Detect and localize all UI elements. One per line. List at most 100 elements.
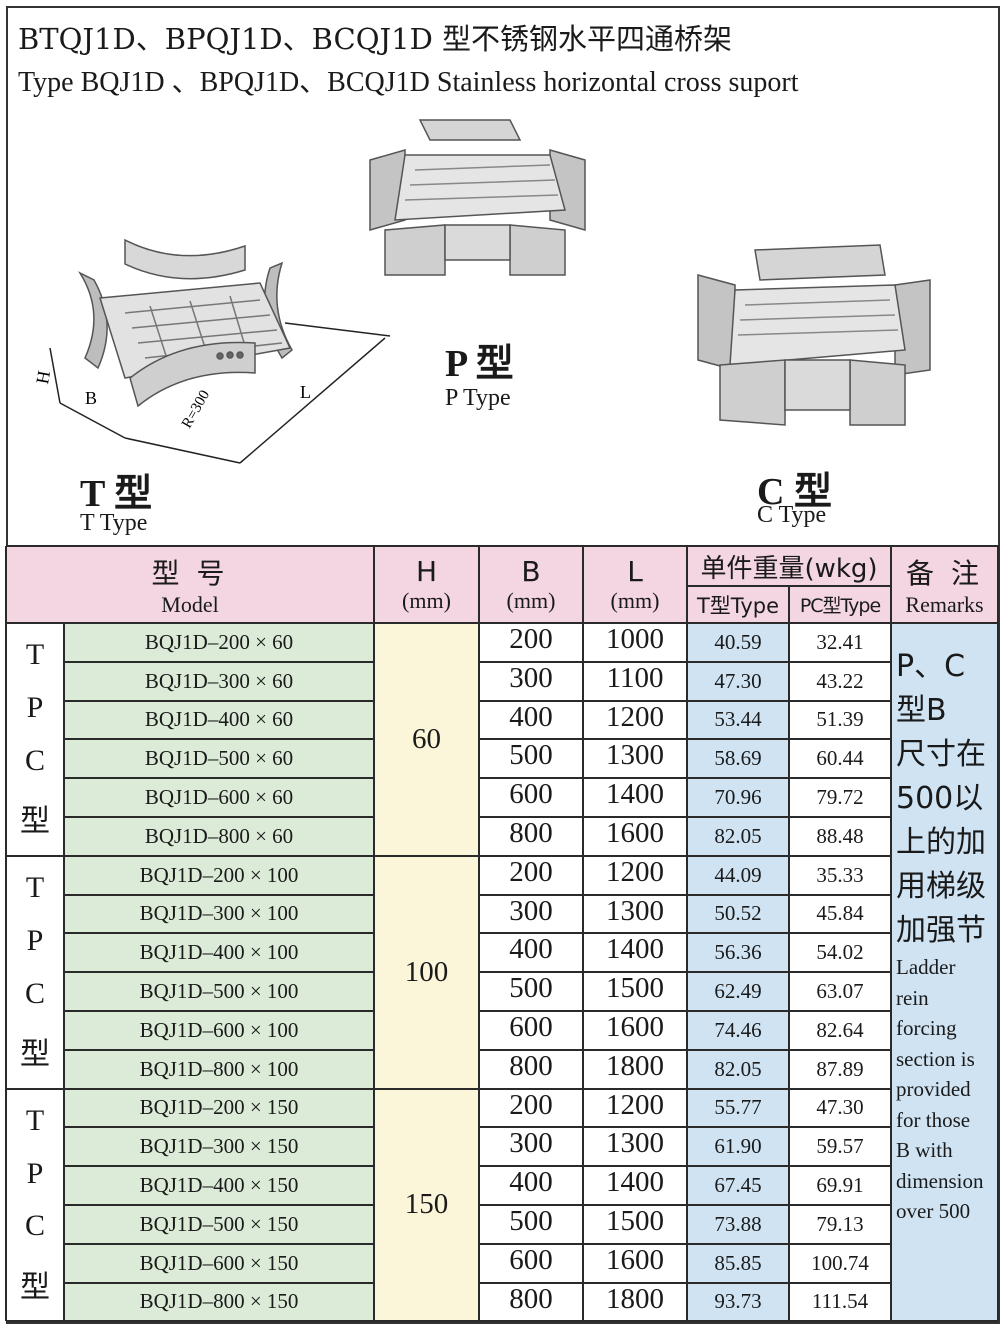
header-pc-type-label: PC型Type: [799, 595, 881, 617]
header-remarks-en: Remarks: [905, 591, 984, 617]
c-type-label-cn: C 型: [757, 471, 832, 513]
table-hline: [479, 1204, 891, 1206]
table-vline: [373, 546, 375, 1322]
remarks-cn-line: 500以: [896, 781, 984, 816]
group-type-letter: T: [25, 1103, 45, 1137]
l-value: 1400: [583, 1166, 687, 1205]
header-b-label: B: [521, 555, 541, 588]
model-cell: BQJ1D–400 × 150: [64, 1166, 374, 1205]
table-hline: [64, 932, 374, 935]
table-hline: [479, 932, 891, 935]
table-vline: [5, 546, 7, 1322]
table-vline: [478, 546, 480, 1322]
pc-weight-value: 32.41: [789, 623, 891, 662]
table-vline: [997, 546, 999, 1322]
l-value: 1000: [583, 623, 687, 662]
pc-weight-value: 47.30: [789, 1088, 891, 1128]
group-type-letter: P: [26, 691, 44, 725]
t-weight-value: 55.77: [687, 1088, 789, 1128]
b-value: 300: [479, 1127, 583, 1167]
l-value: 1200: [583, 700, 687, 740]
model-cell: BQJ1D–300 × 150: [64, 1127, 374, 1167]
pc-weight-value: 45.84: [789, 894, 891, 934]
table-vline: [686, 546, 688, 1322]
table-vline: [582, 546, 584, 1322]
model-cell: BQJ1D–400 × 100: [64, 933, 374, 973]
table-hline: [479, 1242, 891, 1245]
header-b: B (mm): [479, 546, 583, 623]
l-value: 1300: [583, 894, 687, 934]
header-pc-type: PC型Type: [789, 586, 891, 623]
model-cell: BQJ1D–800 × 60: [64, 817, 374, 856]
b-value: 200: [479, 855, 583, 895]
l-value: 1200: [583, 1088, 687, 1128]
l-value: 1200: [583, 855, 687, 895]
b-value: 600: [479, 778, 583, 817]
l-value: 1600: [583, 1243, 687, 1283]
t-weight-value: 82.05: [687, 1049, 789, 1089]
l-value: 1400: [583, 933, 687, 973]
table-hline: [64, 660, 374, 663]
group-type-letter: 型: [20, 1271, 50, 1304]
table-hline: [479, 699, 891, 702]
t-weight-value: 40.59: [687, 623, 789, 662]
remarks-cn-line: 上的加: [896, 825, 986, 860]
table-hline: [479, 1048, 891, 1051]
group-type-letter: P: [26, 923, 44, 957]
b-value: 800: [479, 1049, 583, 1089]
t-weight-value: 70.96: [687, 778, 789, 817]
table-hline: [6, 854, 891, 857]
table-hline: [64, 1281, 374, 1284]
b-value: 400: [479, 933, 583, 973]
remarks-en-line: B with: [896, 1138, 953, 1162]
remarks-cn-line: 型B: [896, 693, 947, 728]
t-weight-value: 93.73: [687, 1282, 789, 1322]
table-hline: [64, 1126, 374, 1129]
page-title-cn: BTQJ1D、BPQJ1D、BCQJ1D 型不锈钢水平四通桥架: [18, 22, 733, 56]
l-value: 1100: [583, 661, 687, 701]
model-cell: BQJ1D–600 × 150: [64, 1243, 374, 1283]
header-h-unit: (mm): [402, 588, 451, 613]
b-value: 300: [479, 894, 583, 934]
table-hline: [6, 622, 998, 624]
c-type-illustration: [697, 244, 931, 426]
table-hline: [479, 1281, 891, 1284]
table-hline: [64, 893, 374, 896]
dim-l-label: L: [300, 382, 311, 402]
remarks-en-text: Ladder rein forcing section is provided …: [896, 952, 994, 1227]
dim-r-label: R=300: [179, 388, 213, 431]
header-l-unit: (mm): [610, 588, 660, 613]
model-cell: BQJ1D–800 × 150: [64, 1282, 374, 1322]
b-value: 800: [479, 1282, 583, 1322]
remarks-cell: [891, 623, 998, 1320]
remarks-cn-text: P、C 型B 尺寸在 500以 上的加 用梯级 加强节: [896, 645, 994, 953]
b-value: 400: [479, 700, 583, 740]
header-remarks-cn: 备 注: [906, 556, 983, 590]
pc-weight-value: 35.33: [789, 855, 891, 895]
pc-weight-value: 59.57: [789, 1127, 891, 1167]
b-value: 500: [479, 972, 583, 1011]
table-hline: [479, 1010, 891, 1012]
remarks-en-line: over 500: [896, 1199, 971, 1223]
p-type-illustration: [369, 119, 586, 276]
table-hline: [64, 1242, 374, 1245]
model-cell: BQJ1D–500 × 150: [64, 1205, 374, 1244]
header-l: L (mm): [583, 546, 687, 623]
pc-weight-value: 54.02: [789, 933, 891, 973]
t-weight-value: 44.09: [687, 855, 789, 895]
l-value: 1500: [583, 1205, 687, 1244]
table-hline: [891, 1320, 998, 1323]
table-hline: [64, 777, 374, 780]
l-value: 1400: [583, 778, 687, 817]
table-hline: [64, 816, 374, 818]
group-type-letter: C: [24, 743, 45, 777]
table-vline: [890, 546, 892, 1322]
remarks-cn-line: 用梯级: [896, 869, 986, 904]
header-remarks: 备 注 Remarks: [891, 546, 998, 623]
table-hline: [6, 1087, 891, 1090]
b-value: 200: [479, 623, 583, 662]
header-t-type: T型Type: [687, 586, 789, 623]
model-cell: BQJ1D–500 × 60: [64, 739, 374, 779]
